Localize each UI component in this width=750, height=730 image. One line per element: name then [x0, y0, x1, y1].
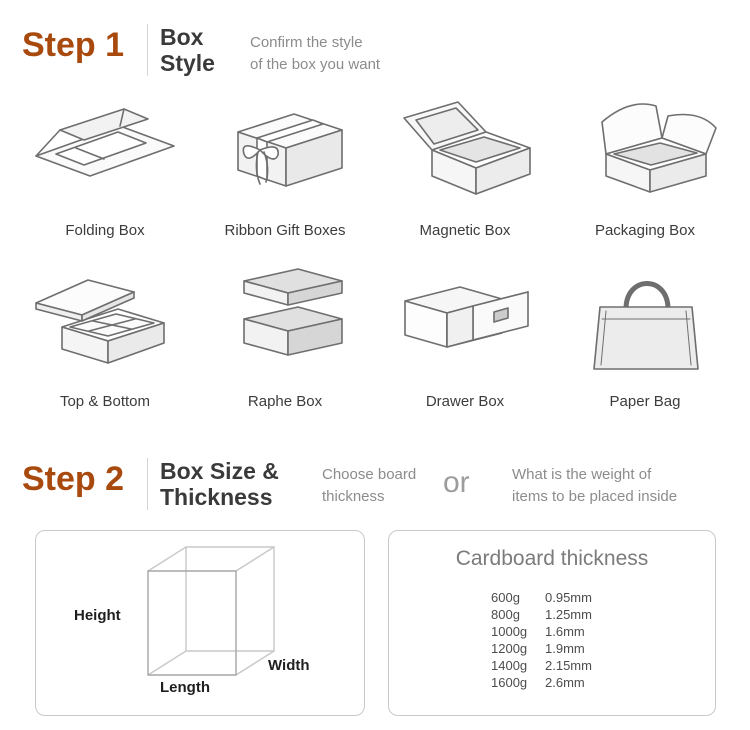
drawer-box-illustration	[404, 286, 529, 348]
box-style-item-folding-box: Folding Box	[15, 92, 195, 239]
cardboard-thickness-table: 600g 0.95mm 800g 1.25mm 1000g 1.6mm 1200…	[491, 589, 592, 691]
step2-divider	[147, 458, 148, 510]
top-bottom-box-illustration	[35, 279, 165, 364]
box-style-item-raphe-box: Raphe Box	[195, 263, 375, 410]
folding-box-illustration	[35, 108, 175, 177]
step1-label: Step 1	[22, 26, 125, 64]
box-style-item-magnetic-box: Magnetic Box	[375, 92, 555, 239]
thickness-row: 1600g 2.6mm	[491, 674, 592, 691]
thickness-weight: 1000g	[491, 624, 528, 639]
thickness-weight: 1600g	[491, 675, 528, 690]
thickness-row: 1000g 1.6mm	[491, 623, 592, 640]
box-style-label: Drawer Box	[425, 393, 505, 410]
step2-option2: What is the weight of items to be placed…	[512, 464, 677, 508]
thickness-row: 1400g 2.15mm	[491, 657, 592, 674]
thickness-weight: 1200g	[491, 641, 528, 656]
thickness-weight: 600g	[491, 590, 520, 605]
step2-title-line1: Box Size &	[160, 458, 279, 484]
or-word: or	[443, 466, 470, 499]
thickness-value: 1.6mm	[545, 624, 585, 639]
thickness-value: 2.15mm	[545, 658, 592, 673]
magnetic-box-illustration	[403, 101, 531, 195]
raphe-box-illustration	[243, 268, 343, 356]
length-label: Length	[160, 679, 210, 696]
step1-description: Confirm the style of the box you want	[250, 32, 380, 76]
step2-title: Box Size & Thickness	[160, 458, 279, 510]
step1-divider	[147, 24, 148, 76]
ribbon-gift-box-illustration	[237, 113, 343, 187]
step1-title: Box Style	[160, 24, 215, 76]
box-style-label: Magnetic Box	[419, 222, 511, 239]
cardboard-thickness-title: Cardboard thickness	[455, 547, 649, 570]
step2-option1-line1: Choose board	[322, 466, 417, 483]
step1-title-line2: Style	[160, 50, 215, 76]
step2-title-line2: Thickness	[160, 484, 273, 510]
thickness-row: 600g 0.95mm	[491, 589, 592, 606]
box-style-grid: Folding Box Ribbon Gift Boxes	[15, 92, 735, 410]
size-cube-illustration	[147, 546, 275, 676]
paper-bag-illustration	[593, 281, 699, 370]
box-style-label: Top & Bottom	[59, 393, 151, 410]
step1-desc-line1: Confirm the style	[250, 34, 363, 51]
thickness-value: 0.95mm	[545, 590, 592, 605]
step1-desc-line2: of the box you want	[250, 56, 381, 73]
box-style-item-paper-bag: Paper Bag	[555, 263, 735, 410]
width-label: Width	[268, 657, 310, 674]
box-style-label: Paper Bag	[609, 393, 681, 410]
cardboard-thickness-panel: Cardboard thickness 600g 0.95mm 800g 1.2…	[388, 530, 716, 716]
packaging-box-illustration	[601, 103, 717, 193]
step2-option1-line2: thickness	[322, 488, 385, 505]
box-style-item-top-bottom: Top & Bottom	[15, 263, 195, 410]
step2-option2-line2: items to be placed inside	[512, 488, 678, 505]
box-style-item-drawer-box: Drawer Box	[375, 263, 555, 410]
box-style-label: Ribbon Gift Boxes	[224, 222, 346, 239]
box-style-label: Packaging Box	[594, 222, 696, 239]
step2-label: Step 2	[22, 460, 125, 498]
box-style-item-packaging-box: Packaging Box	[555, 92, 735, 239]
box-style-label: Folding Box	[65, 222, 145, 239]
box-style-item-ribbon-gift-boxes: Ribbon Gift Boxes	[195, 92, 375, 239]
thickness-value: 1.9mm	[545, 641, 585, 656]
box-style-label: Raphe Box	[247, 393, 323, 410]
thickness-value: 1.25mm	[545, 607, 592, 622]
thickness-value: 2.6mm	[545, 675, 585, 690]
height-label: Height	[74, 607, 121, 624]
step2-option1: Choose board thickness	[322, 464, 416, 508]
thickness-weight: 800g	[491, 607, 520, 622]
box-size-panel: Height Width Length	[35, 530, 365, 716]
thickness-weight: 1400g	[491, 658, 528, 673]
step2-option2-line1: What is the weight of	[512, 466, 652, 483]
thickness-row: 800g 1.25mm	[491, 606, 592, 623]
step1-title-line1: Box	[160, 24, 204, 50]
thickness-row: 1200g 1.9mm	[491, 640, 592, 657]
